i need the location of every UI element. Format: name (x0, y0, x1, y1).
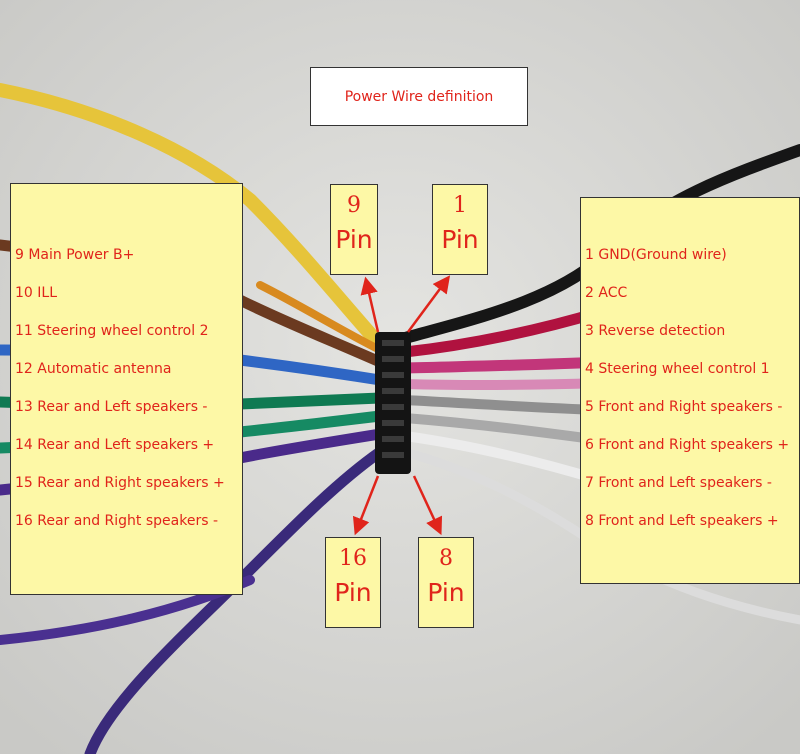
wire-label: 6 Front and Right speakers + (585, 437, 790, 453)
wire-purple-2 (84, 446, 386, 754)
wire-label: 1 GND(Ground wire) (585, 247, 727, 263)
wire-label: 11 Steering wheel control 2 (15, 323, 209, 339)
pin-word: Pin (441, 225, 479, 254)
wire-label: 2 ACC (585, 285, 628, 301)
pin-number: 9 (347, 193, 361, 218)
connector-slot (382, 420, 404, 426)
diagram-title: Power Wire definition (310, 67, 528, 126)
wire-label: 5 Front and Right speakers - (585, 399, 783, 415)
wire-label: 13 Rear and Left speakers - (15, 399, 208, 415)
arrow-pin-9 (360, 276, 380, 333)
connector-slot (382, 340, 404, 346)
pin-8-label: 8 Pin (418, 537, 474, 628)
wire-label: 12 Automatic antenna (15, 361, 172, 377)
wire-label: 8 Front and Left speakers + (585, 513, 779, 529)
arrow-pin-1 (406, 275, 451, 333)
left-wire-legend: 9 Main Power B+ 10 ILL 11 Steering wheel… (10, 183, 243, 595)
pin-16-label: 16 Pin (325, 537, 381, 628)
pin-number: 16 (339, 546, 367, 571)
wire-label: 7 Front and Left speakers - (585, 475, 772, 491)
connector-slot (382, 452, 404, 458)
pin-word: Pin (334, 578, 372, 607)
wire-label: 4 Steering wheel control 1 (585, 361, 770, 377)
connector-slot (382, 388, 404, 394)
wire-label: 14 Rear and Left speakers + (15, 437, 215, 453)
wire-label: 10 ILL (15, 285, 57, 301)
right-wire-legend: 1 GND(Ground wire) 2 ACC 3 Reverse detec… (580, 197, 800, 584)
pin-number: 8 (439, 546, 453, 571)
wire-yellow (0, 83, 387, 352)
pin-9-label: 9 Pin (330, 184, 378, 275)
connector-slot (382, 356, 404, 362)
connector-slot (382, 372, 404, 378)
wire-label: 15 Rear and Right speakers + (15, 475, 225, 491)
pin-word: Pin (427, 578, 465, 607)
arrow-pin-8 (412, 475, 443, 536)
wire-orange (256, 281, 384, 354)
pin-arrows (352, 275, 451, 536)
wire-label: 16 Rear and Right speakers - (15, 513, 219, 529)
connector-slot (382, 436, 404, 442)
wire-label: 9 Main Power B+ (15, 247, 135, 263)
pin-1-label: 1 Pin (432, 184, 488, 275)
connector-slot (382, 404, 404, 410)
wire-label: 3 Reverse detection (585, 323, 726, 339)
pin-word: Pin (335, 225, 373, 254)
arrow-pin-16 (352, 475, 380, 536)
connector (375, 332, 411, 474)
pin-number: 1 (453, 193, 467, 218)
